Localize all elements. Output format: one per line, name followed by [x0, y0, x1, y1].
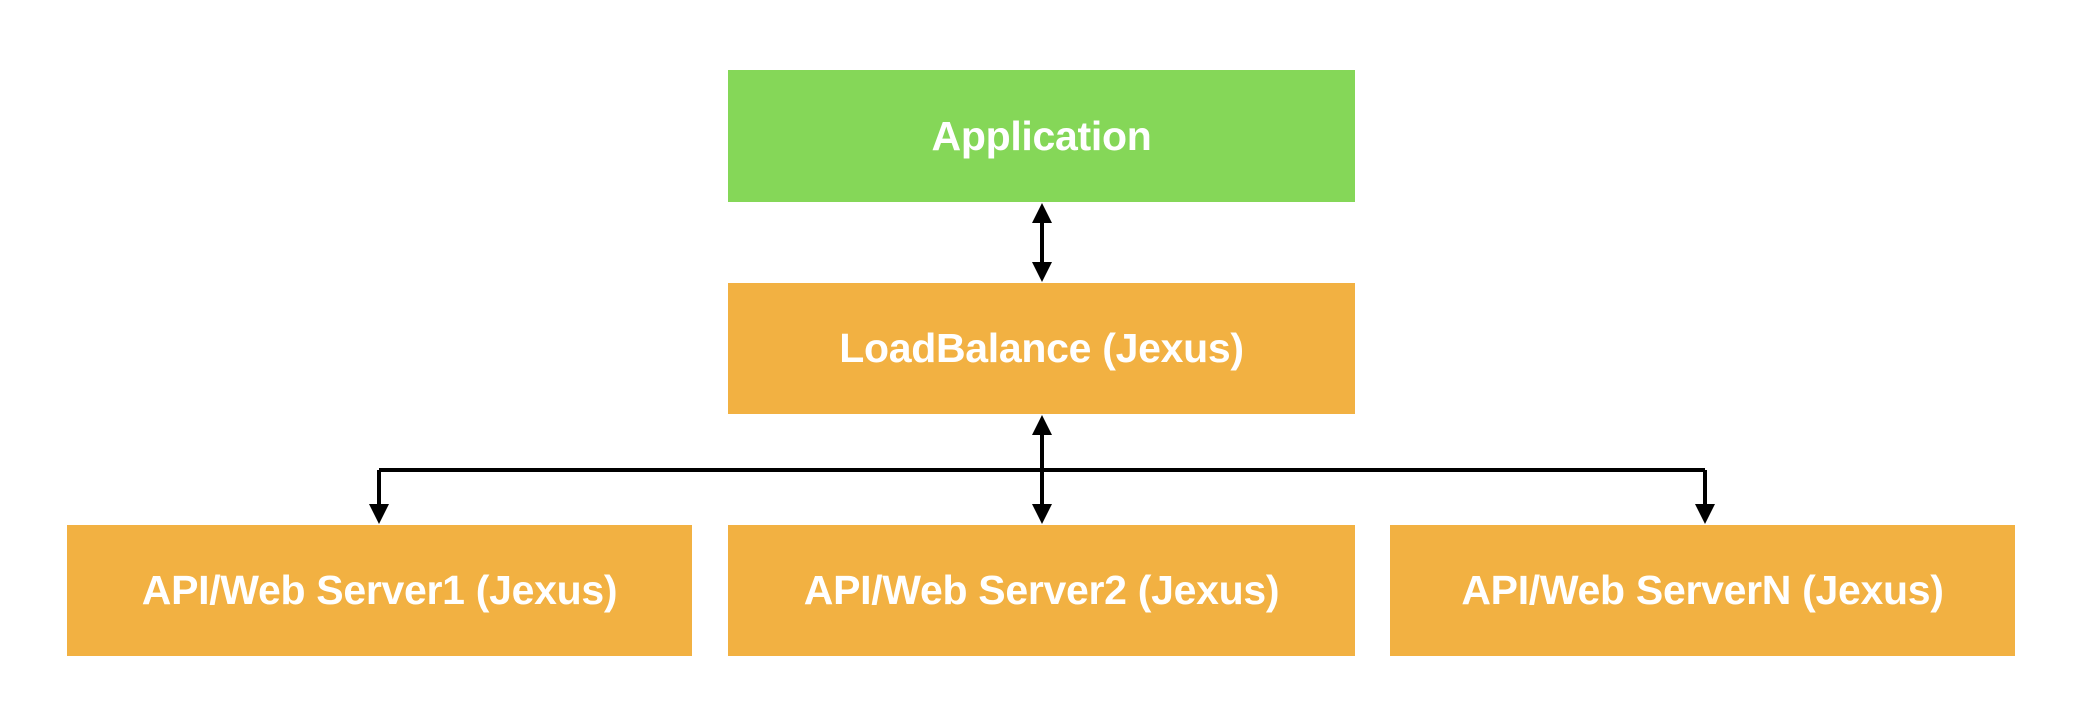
arrowhead-down-icon: [1032, 262, 1052, 282]
edge-application-loadbalance: [1032, 203, 1052, 282]
server2-label: API/Web Server2 (Jexus): [803, 567, 1280, 613]
arrowhead-up-icon: [1032, 415, 1052, 435]
arrowhead-up-icon: [1032, 203, 1052, 223]
edge-loadbalance-server1: [369, 470, 389, 524]
loadbalance-label: LoadBalance (Jexus): [839, 325, 1244, 371]
loadbalance-node: LoadBalance (Jexus): [728, 283, 1355, 414]
arrowhead-down-icon: [1695, 504, 1715, 524]
server1-label: API/Web Server1 (Jexus): [141, 567, 618, 613]
server2-node: API/Web Server2 (Jexus): [728, 525, 1355, 656]
server1-node: API/Web Server1 (Jexus): [67, 525, 692, 656]
application-label: Application: [931, 112, 1152, 159]
application-node: Application: [728, 70, 1355, 202]
edge-loadbalance-server2: [1032, 415, 1052, 524]
edge-loadbalance-servern: [1695, 470, 1715, 524]
arrowhead-down-icon: [369, 504, 389, 524]
arrowhead-down-icon: [1032, 504, 1052, 524]
servern-label: API/Web ServerN (Jexus): [1461, 567, 1944, 613]
servern-node: API/Web ServerN (Jexus): [1390, 525, 2015, 656]
